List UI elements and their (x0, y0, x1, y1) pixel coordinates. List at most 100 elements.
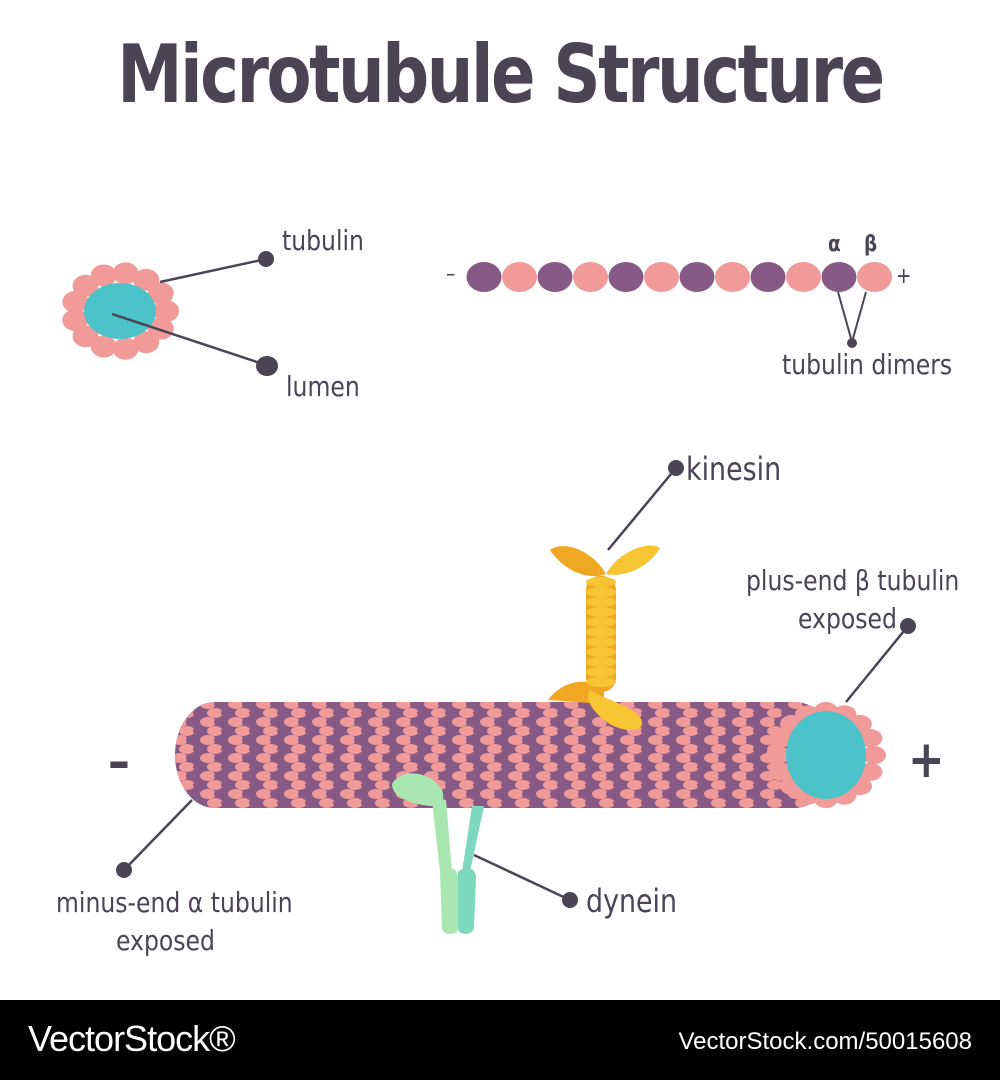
footer-reference[interactable]: VectorStock.com/50015608 (678, 1028, 972, 1055)
lattice-subunit (389, 708, 405, 718)
label-big-plus: + (908, 730, 945, 790)
lattice-subunit (697, 762, 713, 772)
lattice-subunit (613, 798, 629, 808)
lattice-subunit (200, 771, 216, 781)
lattice-subunit (585, 798, 601, 808)
lattice-subunit (529, 762, 545, 772)
lattice-subunit (305, 744, 321, 754)
lattice-subunit (571, 708, 587, 718)
lattice-subunit (599, 798, 615, 808)
lattice-subunit (515, 726, 531, 736)
lattice-subunit (564, 702, 580, 709)
lattice-subunit (375, 780, 391, 790)
lattice-subunit (389, 726, 405, 736)
lattice-subunit (648, 789, 664, 799)
lattice-subunit (452, 789, 468, 799)
lattice-subunit (382, 789, 398, 799)
lattice-subunit (235, 726, 251, 736)
lattice-subunit (375, 798, 391, 808)
lattice-subunit (214, 789, 230, 799)
lattice-subunit (494, 735, 510, 745)
lattice-subunit (263, 744, 279, 754)
lattice-subunit (298, 717, 314, 727)
lattice-subunit (459, 744, 475, 754)
lattice-subunit (781, 798, 797, 808)
lattice-subunit (536, 735, 552, 745)
lattice-subunit (340, 735, 356, 745)
lattice-subunit (522, 771, 538, 781)
lattice-subunit (536, 771, 552, 781)
lattice-subunit (298, 702, 314, 709)
label-kinesin: kinesin (686, 450, 782, 488)
lattice-subunit (242, 753, 258, 763)
lattice-subunit (445, 726, 461, 736)
dynein-foot-right (458, 868, 476, 934)
lattice-subunit (718, 702, 734, 709)
footer-brand[interactable]: VectorStock® (28, 1018, 236, 1059)
end-ring-subunit (862, 746, 886, 764)
dimer-pointer-right (851, 291, 867, 343)
lattice-subunit (424, 717, 440, 727)
lattice-subunit (585, 762, 601, 772)
label-minus-small: – (446, 262, 456, 287)
lattice-subunit (256, 789, 272, 799)
lattice-subunit (676, 735, 692, 745)
lattice-subunit (375, 726, 391, 736)
lattice-subunit (697, 798, 713, 808)
lattice-subunit (697, 726, 713, 736)
lattice-subunit (473, 798, 489, 808)
label-beta: β (864, 232, 878, 257)
lattice-subunit (277, 762, 293, 772)
lattice-subunit (228, 717, 244, 727)
lattice-subunit (606, 771, 622, 781)
lattice-subunit (522, 735, 538, 745)
lattice-subunit (599, 780, 615, 790)
lattice-subunit (207, 798, 223, 808)
lattice-subunit (382, 735, 398, 745)
lattice-subunit (298, 735, 314, 745)
lattice-subunit (473, 744, 489, 754)
lattice-subunit (725, 762, 741, 772)
lattice-subunit (466, 702, 482, 709)
lattice-subunit (312, 771, 328, 781)
lattice-subunit (361, 726, 377, 736)
lattice-subunit (634, 789, 650, 799)
lattice-subunit (676, 717, 692, 727)
tubulin-ring (62, 262, 179, 360)
lattice-subunit (438, 771, 454, 781)
lattice-subunit (599, 762, 615, 772)
lattice-subunit (732, 717, 748, 727)
lattice-subunit (333, 780, 349, 790)
lattice-subunit (228, 753, 244, 763)
kinesin-coil-turn (586, 667, 616, 677)
lattice-subunit (648, 717, 664, 727)
cross-section (62, 251, 278, 376)
lattice-subunit (550, 771, 566, 781)
lattice-subunit (767, 798, 783, 808)
lattice-subunit (676, 771, 692, 781)
lattice-subunit (200, 735, 216, 745)
label-alpha: α (828, 232, 841, 257)
lattice-subunit (550, 717, 566, 727)
lattice-subunit (256, 702, 272, 709)
lattice-subunit (585, 744, 601, 754)
lattice-subunit (529, 708, 545, 718)
dimer-pointer-dot (847, 338, 857, 348)
lattice-subunit (221, 762, 237, 772)
lattice-subunit (697, 744, 713, 754)
lattice-subunit (774, 702, 790, 709)
lattice-subunit (704, 702, 720, 709)
lattice-subunit (354, 771, 370, 781)
lattice-subunit (277, 708, 293, 718)
lattice-subunit (746, 717, 762, 727)
lattice-subunit (270, 771, 286, 781)
lattice-subunit (662, 735, 678, 745)
lattice-subunit (354, 789, 370, 799)
lattice-subunit (655, 708, 671, 718)
lattice-subunit (732, 789, 748, 799)
lattice-subunit (473, 780, 489, 790)
lattice-subunit (578, 717, 594, 727)
lattice-subunit (508, 702, 524, 709)
lattice-subunit (459, 708, 475, 718)
lattice-subunit (634, 702, 650, 709)
